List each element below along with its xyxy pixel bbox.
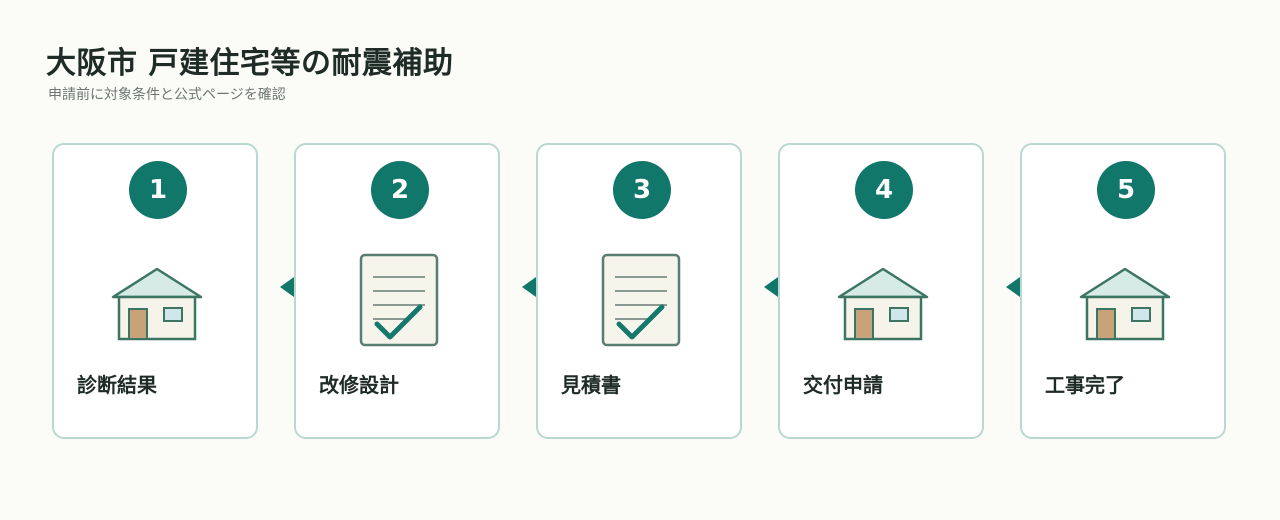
step-label: 工事完了 (1045, 373, 1125, 397)
step-card-5: 5 工事完了 (1020, 143, 1226, 439)
step-number-badge: 5 (1097, 161, 1155, 219)
page-subtitle: 申請前に対象条件と公式ページを確認 (48, 87, 286, 103)
step-card-1: 1 診断結果 (52, 143, 258, 439)
document-check-icon (588, 253, 694, 349)
document-check-icon (346, 253, 452, 349)
step-number-badge: 1 (129, 161, 187, 219)
flow-arrow-left (1006, 277, 1020, 297)
flow-arrow-left (764, 277, 778, 297)
step-number-badge: 3 (613, 161, 671, 219)
page-title: 大阪市 戸建住宅等の耐震補助 (46, 46, 454, 81)
step-number-badge: 4 (855, 161, 913, 219)
step-label: 交付申請 (803, 373, 883, 397)
flow-arrow-left (522, 277, 536, 297)
step-number-badge: 2 (371, 161, 429, 219)
step-label: 見積書 (561, 373, 621, 397)
step-card-3: 3 見積書 (536, 143, 742, 439)
house-icon (830, 253, 936, 349)
step-label: 改修設計 (319, 373, 399, 397)
step-card-4: 4 交付申請 (778, 143, 984, 439)
step-label: 診断結果 (77, 373, 157, 397)
flow-arrow-left (280, 277, 294, 297)
step-card-2: 2 改修設計 (294, 143, 500, 439)
house-icon (1072, 253, 1178, 349)
house-icon (104, 253, 210, 349)
